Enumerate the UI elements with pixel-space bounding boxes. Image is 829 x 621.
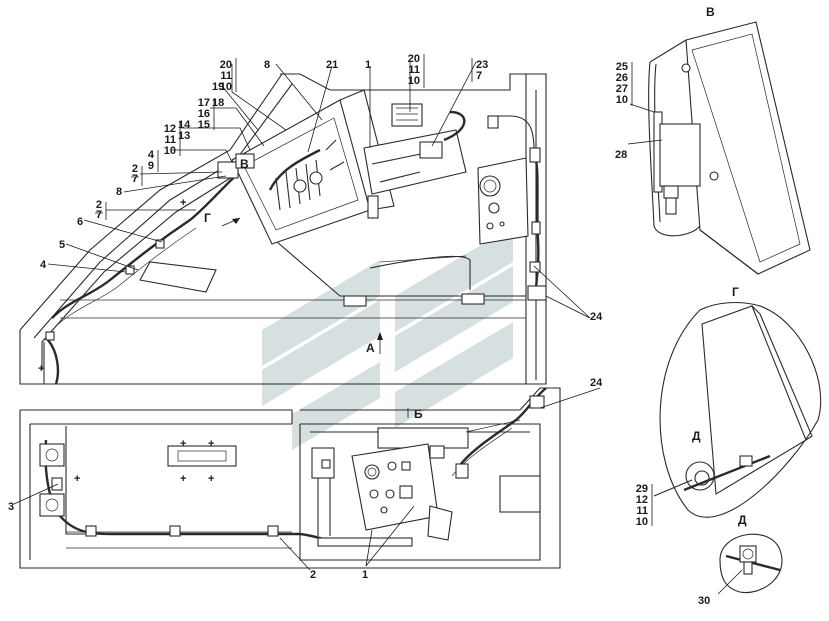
svg-text:+: + [208,473,214,485]
view-label-d: Д [738,513,747,527]
stack-25-26-27-10: 25 26 27 10 [616,61,628,106]
callout-1-top: 1 [365,59,371,71]
callout-numbers: 8 21 1 19 8 6 5 4 24 24 3 2 1 28 30 [8,59,710,607]
stack-2-7-a: 2 7 [132,163,138,185]
stack-item: 23 [476,59,488,71]
callout-30: 30 [698,595,710,607]
stack-item: 11 [220,70,232,82]
stack-item: 7 [132,173,138,185]
stack-20-11-10-mid: 20 11 10 [408,53,420,87]
stack-17-16-15: 17 16 15 [198,97,210,131]
stack-item: 10 [636,516,648,528]
stack-18: 18 [212,97,224,109]
arrow-label-a: А [366,341,375,355]
stack-item: 10 [616,94,628,106]
stack-item: 12 [636,494,648,506]
stack-item: 11 [636,505,648,517]
callout-24-upper: 24 [590,311,603,323]
lower-cab-view: + + + + + [19,387,561,569]
callout-19: 19 [212,81,224,93]
stack-item: 12 [164,123,176,135]
stack-4-9: 4 9 [148,149,155,172]
stack-2-7-b: 2 7 [96,199,102,221]
callout-24-lower: 24 [590,377,603,389]
svg-text:+: + [180,473,186,485]
callout-8-top: 8 [264,59,270,71]
arrow-label-g: Г [204,211,211,225]
stack-item: 15 [198,119,210,131]
stack-item: 13 [178,130,190,142]
svg-text:+: + [74,473,80,485]
detail-view-d: Д Д [692,429,783,595]
arrow-label-b: Б [414,407,423,421]
stack-item: 2 [96,199,102,211]
stack-item: 16 [198,108,210,120]
callout-6: 6 [77,216,83,228]
callout-21: 21 [326,59,338,71]
stack-item: 27 [616,83,628,95]
callout-leaders [13,61,663,571]
view-label-v: В [706,5,715,19]
stack-item: 17 [198,97,210,109]
stack-item: 10 [164,145,176,157]
callout-1-bottom: 1 [362,569,368,581]
stack-item: 4 [148,149,155,161]
stack-item: 2 [132,163,138,175]
callout-28: 28 [615,149,627,161]
svg-text:+: + [180,438,186,450]
callout-8-left: 8 [116,186,122,198]
watermark-logo [262,226,513,450]
stack-item: 9 [148,160,154,172]
view-label-d-upper: Д [692,429,701,443]
stack-20-11-10-left: 20 11 10 [220,59,232,93]
detail-view-v: В [648,5,811,275]
svg-text:+: + [180,197,186,209]
stack-item: 20 [408,53,420,65]
stack-item: 25 [616,61,628,73]
svg-text:+: + [208,438,214,450]
fuse-box [217,89,395,245]
callout-4: 4 [40,259,47,271]
callout-5: 5 [59,239,65,251]
stack-item: 10 [408,75,420,87]
view-arrows: Г А Б В [204,157,423,421]
stack-item: 26 [616,72,628,84]
stack-item: 7 [96,209,102,221]
stack-item: 10 [220,81,232,93]
stack-item: 29 [636,483,648,495]
stack-item: 14 [178,119,191,131]
control-module [363,103,547,301]
callout-3: 3 [8,501,14,513]
stack-item: 11 [408,64,420,76]
stack-item: 11 [164,134,176,146]
arrow-label-v: В [240,157,249,171]
stacked-callouts: 20 11 10 17 16 15 18 12 11 10 14 13 4 9 … [95,53,653,528]
view-label-g: Г [732,285,739,299]
stack-29-12-11-10: 29 12 11 10 [636,483,648,528]
detail-view-g: Г [653,285,822,518]
stack-item: 7 [476,70,482,82]
svg-text:+: + [38,363,44,375]
stack-23-7: 23 7 [476,59,488,82]
stack-14-13: 14 13 [178,119,191,142]
stack-item: 20 [220,59,232,71]
stack-12-11-10: 12 11 10 [164,123,176,157]
callout-2: 2 [310,569,316,581]
